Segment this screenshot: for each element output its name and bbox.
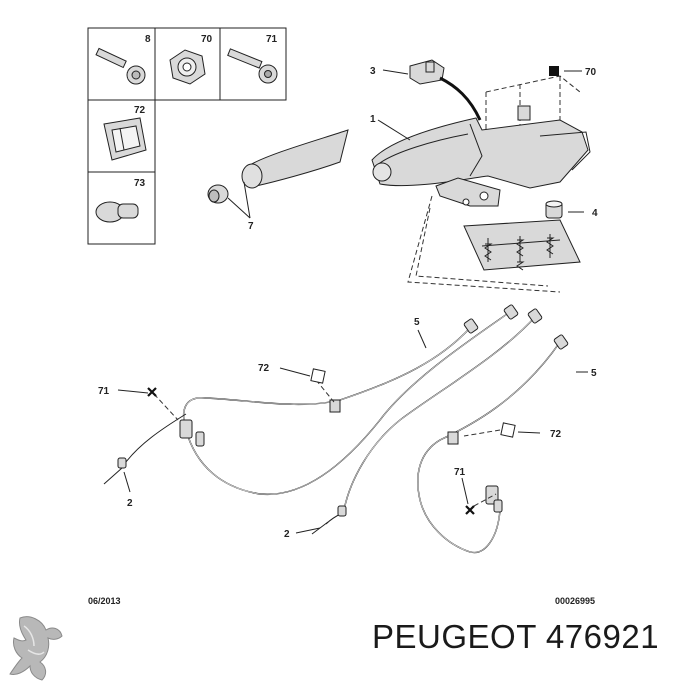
peugeot-lion-logo — [9, 616, 63, 681]
legend-label-72: 72 — [134, 105, 146, 116]
legend-label-71: 71 — [266, 34, 278, 45]
parts-legend — [87, 27, 287, 245]
legend-label-70: 70 — [201, 34, 213, 45]
callout-72-left: 72 — [258, 363, 270, 374]
callout-5-upper: 5 — [414, 317, 420, 328]
stud-71-icon — [227, 48, 278, 84]
diagram-reference: 00026995 — [555, 596, 595, 606]
callout-3: 3 — [370, 66, 376, 77]
diagram-date: 06/2013 — [88, 596, 121, 606]
callout-leaders — [117, 69, 588, 534]
callout-2-left: 2 — [127, 498, 133, 509]
clip-72-icon — [103, 117, 147, 161]
callout-7: 7 — [248, 221, 254, 232]
legend-label-8: 8 — [145, 34, 151, 45]
rivet-73-icon — [95, 201, 139, 223]
callout-5-right: 5 — [591, 368, 597, 379]
callout-71-left: 71 — [98, 386, 110, 397]
callout-labels: 8 70 71 72 73 1 3 70 7 4 5 5 72 72 71 71… — [88, 34, 598, 606]
callout-1: 1 — [370, 114, 376, 125]
nut-70-icon — [169, 49, 206, 85]
legend-label-73: 73 — [134, 178, 146, 189]
handle-grip-7 — [207, 129, 349, 204]
screw-8-icon — [95, 47, 146, 85]
callout-70: 70 — [585, 67, 597, 78]
brake-cables — [103, 304, 569, 554]
callout-72-right: 72 — [550, 429, 562, 440]
callout-71-right: 71 — [454, 467, 466, 478]
callout-2-bottom: 2 — [284, 529, 290, 540]
handbrake-assembly — [371, 59, 591, 293]
callout-4: 4 — [592, 208, 598, 219]
brand-part-number: PEUGEOT 476921 — [372, 618, 660, 655]
